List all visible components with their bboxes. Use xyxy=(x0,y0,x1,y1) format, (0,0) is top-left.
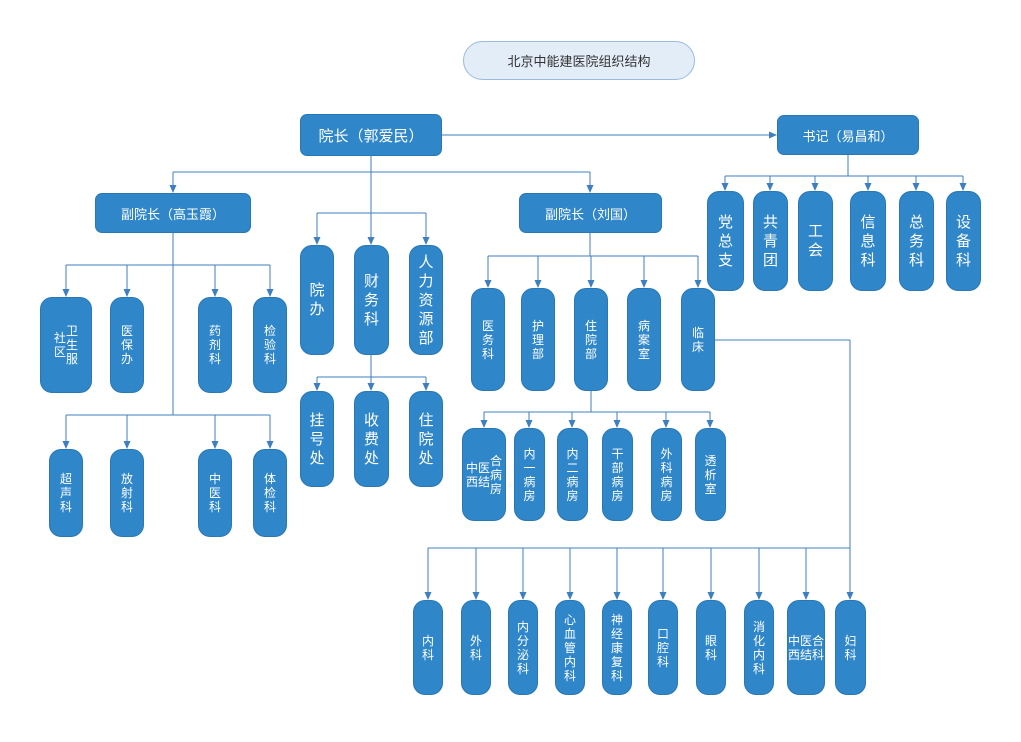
inpatient-units-node-2[interactable]: 内一病房 xyxy=(514,428,545,521)
vp2-units-node-4[interactable]: 病案室 xyxy=(627,288,661,391)
vice-president-liu-node[interactable]: 副院长（刘国） xyxy=(519,193,662,233)
clinical-units-node-8[interactable]: 消化内科 xyxy=(744,600,774,695)
inpatient-units-node-6[interactable]: 透析室 xyxy=(695,428,726,521)
vp2-units-node-2[interactable]: 护理部 xyxy=(521,288,555,391)
clinical-units-node-6[interactable]: 口腔科 xyxy=(648,600,678,695)
vp1-units-bottom-node-1[interactable]: 超声科 xyxy=(49,449,83,537)
secretary-units-node-6[interactable]: 设备科 xyxy=(946,191,981,291)
clinical-units-node-5[interactable]: 神经康复科 xyxy=(602,600,632,695)
secretary-units-node-4[interactable]: 信息科 xyxy=(850,191,886,291)
clinical-units-node-3[interactable]: 内分泌科 xyxy=(508,600,538,695)
president-node[interactable]: 院长（郭爱民） xyxy=(300,114,442,156)
vp1-units-top-node-2[interactable]: 医保办 xyxy=(110,297,144,393)
clinical-units-node-10[interactable]: 妇科 xyxy=(835,600,866,695)
vp1-units-bottom-node-2[interactable]: 放射科 xyxy=(110,449,144,537)
vp1-units-bottom-node-3[interactable]: 中医科 xyxy=(198,449,232,537)
finance-units-node-2[interactable]: 收费处 xyxy=(354,391,389,487)
clinical-units-node-7[interactable]: 眼科 xyxy=(696,600,726,695)
admin-units-node-1[interactable]: 院办 xyxy=(300,245,334,355)
secretary-node[interactable]: 书记（易昌和） xyxy=(777,115,919,155)
clinical-units-node-1[interactable]: 内科 xyxy=(413,600,443,695)
vp2-units-node-1[interactable]: 医务科 xyxy=(471,288,505,391)
clinical-units-node-4[interactable]: 心血管内科 xyxy=(555,600,585,695)
vp1-units-top-node-4[interactable]: 检验科 xyxy=(253,297,287,393)
vp1-units-top-node-1[interactable]: 社区卫生服 xyxy=(40,297,92,393)
clinical-units-node-9[interactable]: 中西医结合科 xyxy=(787,600,825,695)
chart-title: 北京中能建医院组织结构 xyxy=(463,41,695,80)
vp2-units-node-5[interactable]: 临床 xyxy=(681,288,715,391)
finance-units-node-3[interactable]: 住院处 xyxy=(409,391,443,487)
secretary-units-node-3[interactable]: 工会 xyxy=(798,191,833,291)
inpatient-units-node-1[interactable]: 中西医结合病房 xyxy=(462,428,506,521)
clinical-units-node-2[interactable]: 外科 xyxy=(461,600,491,695)
secretary-units-node-2[interactable]: 共青团 xyxy=(753,191,788,291)
inpatient-units-node-4[interactable]: 干部病房 xyxy=(602,428,633,521)
inpatient-units-node-3[interactable]: 内二病房 xyxy=(557,428,588,521)
vice-president-gao-node[interactable]: 副院长（高玉霞） xyxy=(95,193,251,233)
vp1-units-top-node-3[interactable]: 药剂科 xyxy=(198,297,232,393)
secretary-units-node-5[interactable]: 总务科 xyxy=(899,191,934,291)
finance-units-node-1[interactable]: 挂号处 xyxy=(300,391,334,487)
secretary-units-node-1[interactable]: 党总支 xyxy=(707,191,744,291)
vp1-units-bottom-node-4[interactable]: 体检科 xyxy=(253,449,287,537)
vp2-units-node-3[interactable]: 住院部 xyxy=(574,288,608,391)
admin-units-node-2[interactable]: 财务科 xyxy=(354,245,389,355)
admin-units-node-3[interactable]: 人力资源部 xyxy=(409,245,443,355)
inpatient-units-node-5[interactable]: 外科病房 xyxy=(651,428,682,521)
